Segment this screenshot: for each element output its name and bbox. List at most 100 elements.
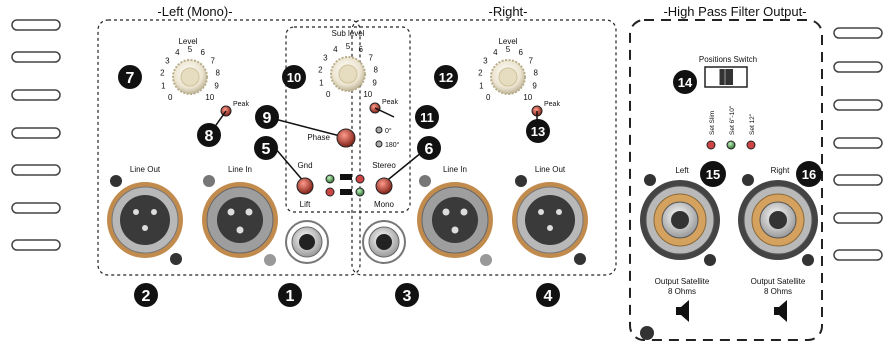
hpf-section-border bbox=[629, 19, 823, 341]
peak-right-label: Peak bbox=[544, 101, 560, 108]
mono-label: Mono bbox=[374, 200, 395, 209]
knob-scale-8: 8 bbox=[215, 69, 220, 78]
screw-hpf-left-top bbox=[644, 174, 656, 186]
stereo-mono-switch[interactable] bbox=[375, 177, 393, 195]
output-left-speakon[interactable] bbox=[640, 180, 720, 260]
left-section-title: -Left (Mono)- bbox=[157, 4, 232, 19]
knob-scale-5: 5 bbox=[346, 42, 351, 51]
line-in-right-xlr[interactable] bbox=[417, 182, 493, 258]
callout-8-text: 8 bbox=[205, 128, 214, 145]
knob-scale-4: 4 bbox=[333, 45, 338, 54]
callout-15: 15 bbox=[700, 161, 726, 187]
knob-scale-5: 5 bbox=[506, 45, 511, 54]
knob-scale-3: 3 bbox=[165, 57, 170, 66]
gnd-label: Gnd bbox=[297, 161, 312, 170]
knob-scale-6: 6 bbox=[518, 48, 523, 57]
line-in-left-jack[interactable] bbox=[285, 220, 329, 264]
hpf-right-label: Right bbox=[771, 166, 790, 175]
knob-scale-10: 10 bbox=[205, 93, 214, 102]
callout-13: 13 bbox=[526, 119, 550, 143]
set-slim-led bbox=[706, 140, 716, 150]
peak-left-label: Peak bbox=[233, 101, 249, 108]
screw-right-in-bottom bbox=[480, 254, 492, 266]
ground-lift-switch[interactable] bbox=[296, 177, 314, 195]
knob-scale-7: 7 bbox=[528, 57, 533, 66]
knob-scale-0: 0 bbox=[168, 93, 173, 102]
set-12-led bbox=[746, 140, 756, 150]
callout-6-text: 6 bbox=[425, 141, 434, 158]
callout-1: 1 bbox=[278, 283, 302, 307]
sub-section-border bbox=[285, 26, 411, 213]
line-in-right-label: Line In bbox=[443, 165, 467, 174]
set-12-label: Set 12" bbox=[749, 113, 756, 135]
line-in-left-label: Line In bbox=[228, 165, 252, 174]
callout-2-text: 2 bbox=[142, 288, 151, 305]
level-right-label: Level bbox=[498, 37, 517, 46]
callout-5-text: 5 bbox=[262, 141, 271, 158]
knob-scale-0: 0 bbox=[486, 93, 491, 102]
knob-scale-10: 10 bbox=[523, 93, 532, 102]
phase-button[interactable] bbox=[336, 128, 356, 148]
right-section-title: -Right- bbox=[488, 4, 527, 19]
callout-12-text: 12 bbox=[439, 70, 453, 85]
knob-scale-1: 1 bbox=[479, 82, 484, 91]
knob-scale-9: 9 bbox=[214, 82, 219, 91]
knob-scale-6: 6 bbox=[200, 48, 205, 57]
positions-switch[interactable] bbox=[704, 66, 748, 88]
callout-3-text: 3 bbox=[403, 288, 412, 305]
status-leds bbox=[325, 174, 365, 197]
knob-scale-7: 7 bbox=[210, 57, 215, 66]
screw-hpf-left-bottom bbox=[704, 254, 716, 266]
callouts: 1 2 3 4 5 6 7 8 9 10 11 12 13 14 15 16 bbox=[118, 65, 822, 307]
output-sat-left-line2: 8 Ohms bbox=[668, 287, 696, 296]
callout-6: 6 bbox=[417, 136, 441, 160]
callout-16-text: 16 bbox=[802, 167, 816, 182]
knob-scale-3: 3 bbox=[323, 54, 328, 63]
screw-left-out-top bbox=[110, 175, 122, 187]
knob-scale-6: 6 bbox=[358, 45, 363, 54]
line-in-left-xlr[interactable] bbox=[202, 182, 278, 258]
knob-scale-8: 8 bbox=[373, 66, 378, 75]
knob-scale-9: 9 bbox=[532, 82, 537, 91]
line-out-right-xlr[interactable] bbox=[512, 182, 588, 258]
phase-label: Phase bbox=[307, 133, 330, 142]
line-out-left-label: Line Out bbox=[130, 165, 161, 174]
line-out-left-xlr[interactable] bbox=[107, 182, 183, 258]
set-6-10-led bbox=[726, 140, 736, 150]
screw-left-in-top bbox=[203, 175, 215, 187]
screw-hpf-right-top bbox=[742, 174, 754, 186]
output-right-speakon[interactable] bbox=[738, 180, 818, 260]
callout-4: 4 bbox=[536, 283, 560, 307]
speaker-left-icon bbox=[676, 300, 689, 322]
set-6-10-label: Set 6"-10" bbox=[729, 105, 736, 135]
heatsink-right bbox=[833, 27, 883, 261]
knob-scale-3: 3 bbox=[483, 57, 488, 66]
callout-12: 12 bbox=[434, 65, 458, 89]
callout-8: 8 bbox=[197, 123, 221, 147]
screw-right-out-bottom bbox=[574, 253, 586, 265]
callout-11-text: 11 bbox=[420, 110, 434, 125]
knob-scale-1: 1 bbox=[161, 82, 166, 91]
stereo-label: Stereo bbox=[372, 161, 396, 170]
callout-13-text: 13 bbox=[531, 124, 545, 139]
line-in-right-jack[interactable] bbox=[362, 220, 406, 264]
phase-0-label: 0° bbox=[385, 127, 392, 135]
screw-right-in-top bbox=[419, 175, 431, 187]
callout-5: 5 bbox=[254, 136, 278, 160]
knob-scale-2: 2 bbox=[478, 69, 483, 78]
set-slim-label: Set Slim bbox=[709, 111, 716, 135]
knob-scale-8: 8 bbox=[533, 69, 538, 78]
screw-left-in-bottom bbox=[264, 254, 276, 266]
knob-scale-7: 7 bbox=[368, 54, 373, 63]
phase-180-label: 180° bbox=[385, 141, 400, 149]
screw-hpf-right-bottom bbox=[802, 254, 814, 266]
phase-led-180 bbox=[375, 140, 383, 148]
callout-9-text: 9 bbox=[263, 110, 272, 127]
callout-14: 14 bbox=[673, 70, 697, 94]
knob-scale-5: 5 bbox=[188, 45, 193, 54]
right-section-border bbox=[351, 19, 617, 276]
